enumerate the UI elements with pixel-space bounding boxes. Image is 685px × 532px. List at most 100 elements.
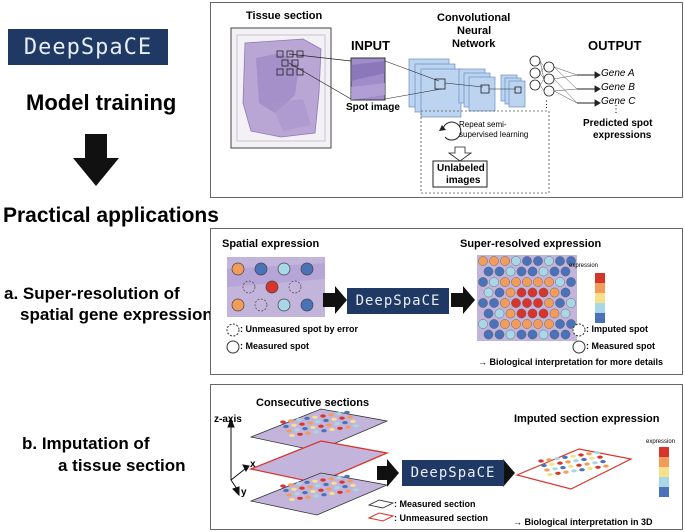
section-spot	[304, 480, 310, 484]
imputed-section-spot	[592, 461, 598, 465]
section-spot	[313, 494, 319, 498]
section-spot	[299, 422, 305, 426]
super-resolved-spot	[500, 298, 510, 308]
super-resolved-spot	[566, 277, 576, 287]
section-spot	[310, 425, 316, 429]
section-spot	[280, 420, 286, 424]
super-resolved-spot	[549, 266, 560, 277]
super-resolved-spot	[544, 256, 554, 266]
section-spot	[345, 425, 351, 429]
interpretation-details: → Biological interpretation for more det…	[478, 357, 664, 367]
super-resolved-spot	[555, 277, 565, 287]
imputed-section-spot	[544, 468, 550, 472]
section-spot	[299, 486, 305, 490]
section-spot	[337, 426, 343, 430]
section-spot	[339, 480, 345, 484]
cnn-label-line1: Convolutional	[437, 12, 511, 24]
legend-measured-spot-2: : Measured spot	[586, 341, 656, 351]
section-spot	[328, 477, 334, 481]
section-spot	[280, 484, 286, 488]
imputed-section-spot	[563, 470, 569, 474]
section-spot	[289, 497, 295, 502]
super-resolved-spot	[560, 287, 571, 298]
expression-scale-label: expression	[569, 263, 599, 269]
section-spot	[350, 419, 356, 423]
imputed-section-spot	[573, 459, 579, 463]
super-resolved-spot	[549, 329, 560, 340]
deepspace-logo-small: DeepSpaCE	[347, 288, 449, 314]
super-resolved-spot	[505, 308, 516, 319]
section-spot	[320, 478, 326, 482]
deepspace-logo: DeepSpaCE	[8, 29, 168, 65]
super-resolved-spot	[511, 319, 521, 329]
imputed-section-spot	[541, 463, 547, 468]
predicted-label-line2: expressions	[593, 130, 652, 141]
imputed-section-spot	[565, 460, 571, 464]
legend-unmeasured-spot: : Unmeasured spot by error	[240, 324, 359, 334]
imputed-section-spot	[571, 469, 577, 473]
section-spot	[326, 487, 332, 491]
imputed-section-spot	[586, 452, 592, 456]
section-spot	[307, 421, 313, 425]
model-training-label: Model training	[26, 90, 177, 115]
unlabeled-label-line1: Unlabeled	[437, 163, 485, 174]
section-spot	[318, 488, 324, 492]
output-label: OUTPUT	[588, 38, 642, 53]
app-a-label-line1: a. Super-resolution of	[4, 284, 180, 303]
section-spot	[296, 418, 302, 422]
section-spot	[318, 424, 324, 428]
repeat-label-line2: supervised learning	[459, 130, 529, 139]
section-spot	[320, 414, 326, 418]
section-spot	[294, 428, 300, 432]
imputed-section-spot	[589, 456, 595, 460]
app-a-label-line2: spatial gene expression	[20, 305, 213, 324]
section-spot	[315, 420, 321, 424]
imputed-section-spot	[603, 464, 609, 468]
section-spot	[331, 481, 337, 485]
super-resolved-spot	[538, 329, 549, 340]
super-resolved-spot	[522, 256, 532, 266]
app-b-label-line1: b. Imputation of	[22, 434, 150, 453]
imputed-section-spot	[600, 460, 606, 464]
super-resolved-spot	[500, 319, 510, 329]
section-spot	[344, 410, 350, 414]
gene-b-label: Gene B	[601, 82, 635, 93]
input-label: INPUT	[351, 38, 390, 53]
super-resolved-spot	[527, 329, 538, 340]
section-spot	[347, 415, 353, 419]
section-spot	[297, 432, 303, 436]
super-resolved-spot	[500, 277, 510, 287]
section-spot	[296, 482, 302, 486]
super-resolved-spot	[494, 329, 505, 340]
section-spot	[336, 476, 342, 480]
super-resolved-spot	[555, 256, 565, 266]
super-resolved-spot	[511, 277, 521, 287]
super-resolved-spot	[489, 319, 499, 329]
super-resolved-spot	[566, 319, 576, 329]
super-resolved-spot	[516, 308, 527, 319]
legend-unmeasured-section: : Unmeasured section	[394, 513, 489, 523]
training-diagram: ⋮	[230, 27, 601, 194]
super-resolved-spot	[533, 298, 543, 308]
super-resolved-spot	[494, 308, 505, 319]
super-resolved-spot	[478, 298, 488, 308]
expression-scale-label-2: expression	[646, 439, 676, 445]
super-resolved-spot	[505, 266, 516, 277]
section-spot	[336, 412, 342, 416]
section-spot	[345, 489, 351, 493]
imputed-section-spot	[554, 457, 560, 461]
imputed-section-spot	[597, 455, 603, 459]
super-resolved-spot	[527, 266, 538, 277]
section-spot	[342, 421, 348, 425]
interpretation-3d: → Biological interpretation in 3D	[513, 517, 653, 527]
imputed-section-spot	[560, 466, 566, 470]
super-resolved-spot	[533, 319, 543, 329]
imputed-section-spot	[562, 455, 568, 459]
super-resolved-spot	[555, 319, 565, 329]
super-resolved-spot	[494, 266, 505, 277]
z-axis-label: z-axis	[214, 414, 242, 425]
y-axis-label: y	[241, 487, 247, 498]
section-spot	[286, 429, 292, 433]
section-spot	[350, 483, 356, 487]
imputed-section-spot	[587, 466, 593, 471]
